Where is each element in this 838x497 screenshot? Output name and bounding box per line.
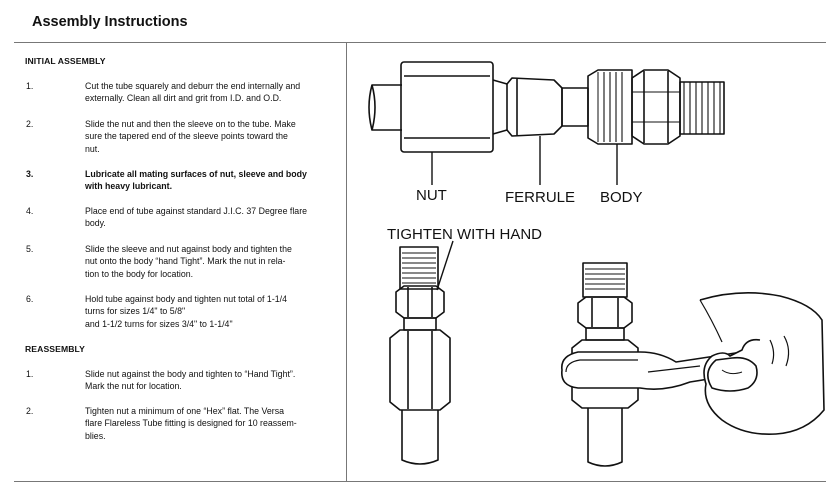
step-text: Slide nut against the body and tighten t… <box>85 368 335 393</box>
step-text-line: flare Flareless Tube fitting is designed… <box>85 418 297 429</box>
label-nut: NUT <box>416 187 447 204</box>
step-text-line: Place end of tube against standard J.I.C… <box>85 206 308 216</box>
nut-drawing <box>400 61 508 153</box>
step-number: 5. <box>26 244 34 254</box>
hand-tight-fitting-drawing <box>389 246 451 465</box>
step-text-line: Slide the sleeve and nut against body an… <box>85 244 292 254</box>
step-number: 2. <box>26 406 34 416</box>
step-text-line: Slide the nut and then the sleeve on to … <box>85 119 296 129</box>
body-drawing <box>561 69 725 145</box>
step-text-line: nut. <box>85 143 100 154</box>
step-text: Slide the nut and then the sleeve on to … <box>85 118 335 155</box>
section-heading-reassembly: REASSEMBLY <box>25 344 85 354</box>
step-text: Lubricate all mating surfaces of nut, sl… <box>85 168 335 193</box>
step-text: Hold tube against body and tighten nut t… <box>85 293 335 330</box>
section-heading-initial-assembly: INITIAL ASSEMBLY <box>25 56 106 66</box>
step-text-line: Cut the tube squarely and deburr the end… <box>85 81 301 91</box>
step-text: Place end of tube against standard J.I.C… <box>85 205 335 230</box>
step-text-line: body. <box>85 218 106 229</box>
top-divider <box>14 42 826 43</box>
step-number: 3. <box>26 169 34 179</box>
label-body: BODY <box>600 189 643 206</box>
step-text-line: with heavy lubricant. <box>85 181 173 192</box>
step-number: 2. <box>26 119 34 129</box>
column-divider <box>346 42 347 481</box>
step-text-line: tion to the body for location. <box>85 268 194 279</box>
tube-end-drawing <box>368 84 402 131</box>
step-number: 4. <box>26 206 34 216</box>
ferrule-drawing <box>506 77 563 137</box>
bottom-divider <box>14 481 826 482</box>
step-text-line: blies. <box>85 430 106 441</box>
step-text-line: externally. Clean all dirt and grit from… <box>85 93 282 104</box>
step-text: Cut the tube squarely and deburr the end… <box>85 80 335 105</box>
step-text-line: Tighten nut a minimum of one “Hex” flat.… <box>85 406 284 416</box>
label-tighten-with-hand: TIGHTEN WITH HAND <box>387 226 542 243</box>
label-ferrule: FERRULE <box>505 189 575 206</box>
step-text-line: Lubricate all mating surfaces of nut, sl… <box>85 169 307 179</box>
step-text: Slide the sleeve and nut against body an… <box>85 243 335 280</box>
step-text-line: nut onto the body “hand Tight”. Mark the… <box>85 256 286 267</box>
step-text-line: sure the tapered end of the sleeve point… <box>85 131 288 142</box>
page-title: Assembly Instructions <box>32 14 188 30</box>
leader-lines <box>431 136 618 291</box>
step-text-line: Mark the nut for location. <box>85 381 182 392</box>
step-text-line: turns for sizes 1/4" to 5/8" <box>85 306 186 317</box>
step-number: 1. <box>26 81 34 91</box>
step-number: 6. <box>26 294 34 304</box>
wrench-tightening-drawing <box>561 262 825 467</box>
step-text: Tighten nut a minimum of one “Hex” flat.… <box>85 405 335 442</box>
step-number: 1. <box>26 369 34 379</box>
step-text-line: Slide nut against the body and tighten t… <box>85 369 296 379</box>
fitting-assembly-diagram: NUT FERRULE BODY TIGHTEN WITH HAND <box>368 61 825 467</box>
step-text-line: and 1-1/2 turns for sizes 3/4" to 1-1/4" <box>85 318 233 329</box>
step-text-line: Hold tube against body and tighten nut t… <box>85 294 287 304</box>
